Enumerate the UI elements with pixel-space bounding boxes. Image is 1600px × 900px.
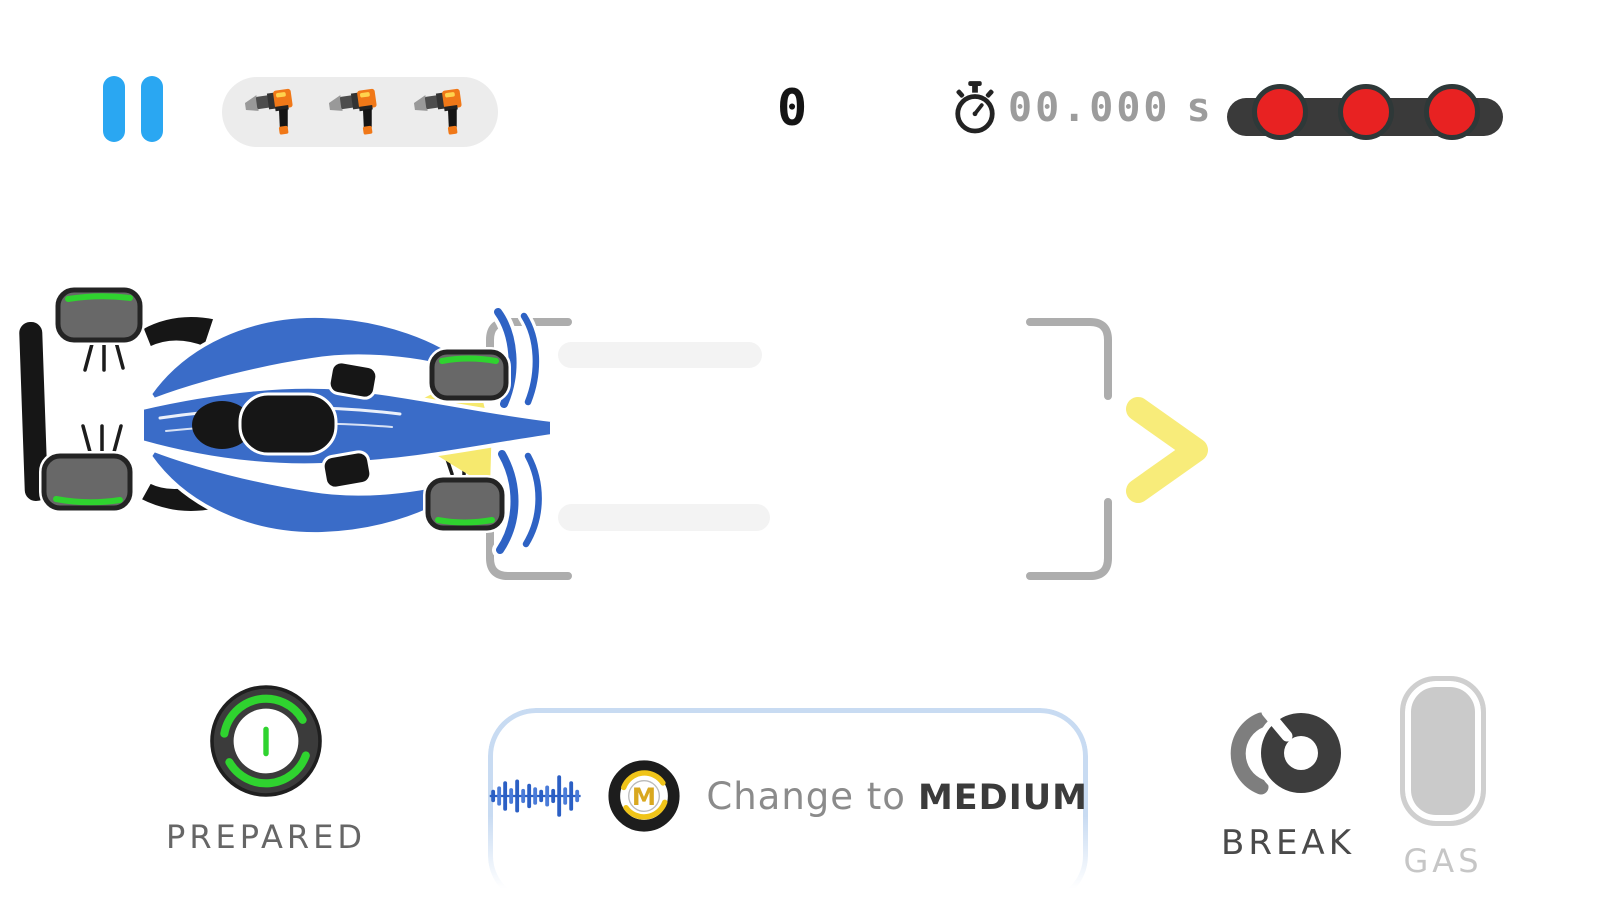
tire-status-button[interactable]: PREPARED <box>166 678 362 856</box>
prepared-tire-icon <box>210 685 322 797</box>
gas-button[interactable]: GAS <box>1394 676 1492 880</box>
wheel-gun-icon <box>245 84 307 140</box>
pit-box-right-marker <box>1026 318 1112 580</box>
tire-status-label: PREPARED <box>166 818 366 856</box>
pause-button[interactable] <box>103 76 167 144</box>
radio-waveform-icon <box>489 775 581 817</box>
radio-compound: MEDIUM <box>917 777 1088 818</box>
wheel-gun-icon <box>329 84 391 140</box>
gas-label: GAS <box>1403 842 1483 880</box>
pitstop-counter: 0 <box>776 79 808 137</box>
wheel-gun-icon <box>414 84 476 140</box>
start-light <box>1338 84 1394 140</box>
timer-value: 00.000 <box>1008 85 1171 131</box>
race-car <box>15 285 554 558</box>
start-lights <box>1227 82 1503 146</box>
timer-unit: s <box>1186 85 1214 131</box>
tire-compound-letter: M <box>632 782 656 811</box>
pit-box-skid-mark <box>558 504 770 531</box>
pit-box-skid-mark <box>558 342 762 368</box>
pause-icon <box>103 76 125 142</box>
brake-button[interactable]: BREAK <box>1208 696 1368 863</box>
stopwatch-icon <box>952 80 998 136</box>
medium-tire-icon: M <box>608 760 680 832</box>
start-light <box>1424 84 1480 140</box>
pitstop-timer: 00.000 s <box>952 78 1214 138</box>
brake-label: BREAK <box>1221 823 1355 863</box>
forward-chevron-icon <box>1126 397 1208 503</box>
pause-icon <box>141 76 163 142</box>
brake-disc-icon <box>1230 706 1347 799</box>
wheel-gun-tray <box>222 77 498 147</box>
gas-pedal-icon <box>1400 676 1486 826</box>
start-light <box>1252 84 1308 140</box>
